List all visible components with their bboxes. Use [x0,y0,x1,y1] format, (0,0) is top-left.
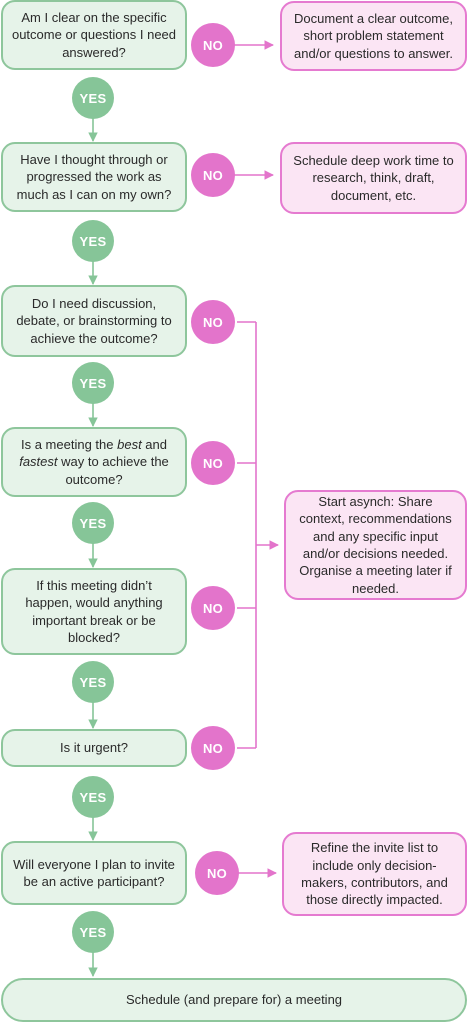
no-badge-7: NO [195,851,239,895]
no-badge-6: NO [191,726,235,770]
question-clear-outcome: Am I clear on the specific outcome or qu… [1,0,187,70]
yes-badge-3: YES [72,362,114,404]
question-anything-break-text: If this meeting didn’t happen, would any… [25,577,163,645]
emphasis-best: best [117,437,142,453]
yes-badge-1: YES [72,77,114,119]
final-schedule-meeting-text: Schedule (and prepare for) a meeting [125,992,343,1008]
action-document-outcome-text: Document a clear outcome, short problem … [294,11,453,61]
question-active-participant: Will everyone I plan to invite be an act… [1,841,187,905]
yes-badge-2: YES [72,220,114,262]
no-badge-2: NO [191,153,235,197]
no-badge-4: NO [191,441,235,485]
action-document-outcome: Document a clear outcome, short problem … [280,1,467,71]
question-anything-break: If this meeting didn’t happen, would any… [1,568,187,655]
question-progressed-work-text: Have I thought through or progressed the… [16,152,172,202]
action-deep-work: Schedule deep work time to research, thi… [280,142,467,214]
action-deep-work-text: Schedule deep work time to research, thi… [293,153,454,203]
question-urgent: Is it urgent? [1,729,187,767]
question-best-fastest-text: Is a meeting the best and fastest way to… [19,437,169,487]
question-need-discussion-text: Do I need discussion, debate, or brainst… [16,296,172,346]
yes-badge-7: YES [72,911,114,953]
question-urgent-text: Is it urgent? [60,740,128,756]
yes-badge-6: YES [72,776,114,818]
emphasis-fastest: fastest [19,454,58,470]
action-start-asynch-text: Start asynch: Share context, recommendat… [299,494,452,596]
action-refine-invite-list-text: Refine the invite list to include only d… [301,840,448,908]
no-badge-1: NO [191,23,235,67]
yes-badge-4: YES [72,502,114,544]
question-need-discussion: Do I need discussion, debate, or brainst… [1,285,187,357]
question-progressed-work: Have I thought through or progressed the… [1,142,187,212]
action-start-asynch: Start asynch: Share context, recommendat… [284,490,467,600]
action-refine-invite-list: Refine the invite list to include only d… [282,832,467,916]
no-badge-3: NO [191,300,235,344]
final-schedule-meeting: Schedule (and prepare for) a meeting [1,978,467,1022]
yes-badge-5: YES [72,661,114,703]
question-clear-outcome-text: Am I clear on the specific outcome or qu… [11,10,177,60]
question-best-fastest: Is a meeting the best and fastest way to… [1,427,187,497]
question-active-participant-text: Will everyone I plan to invite be an act… [13,856,175,889]
no-badge-5: NO [191,586,235,630]
